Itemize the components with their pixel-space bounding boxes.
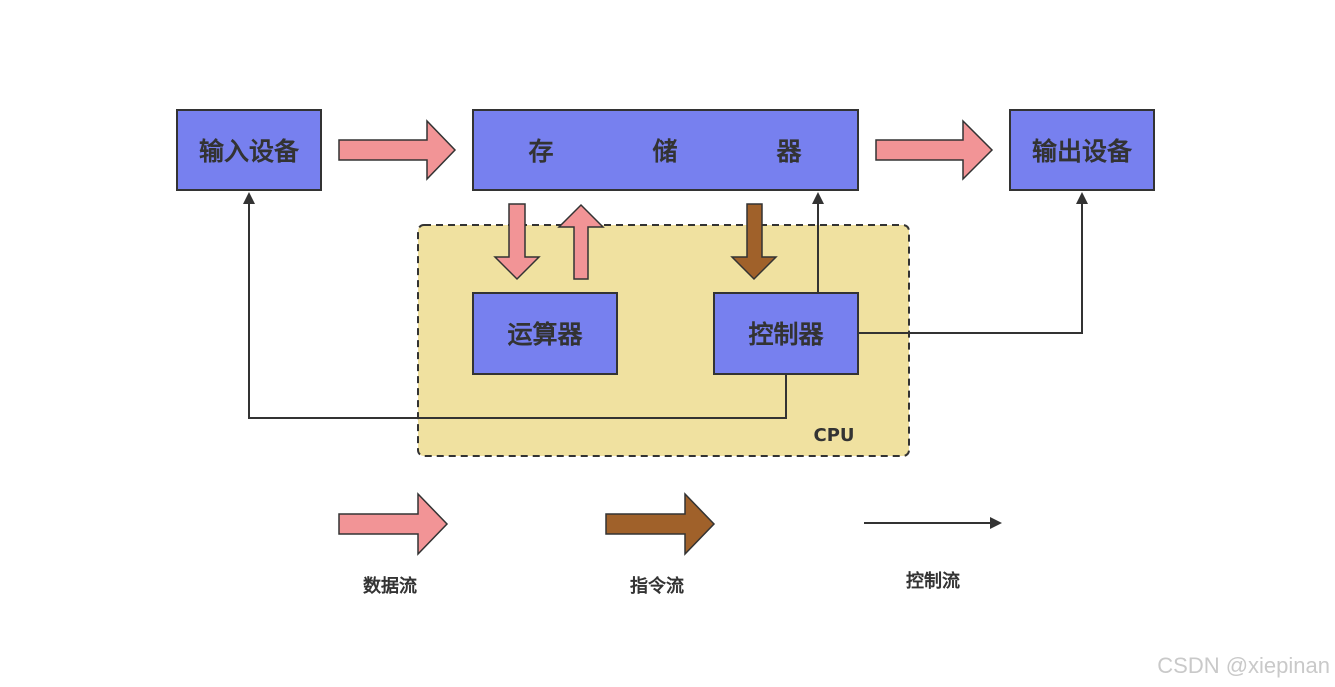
output-device-label: 输出设备 (1032, 137, 1133, 166)
output-device-box (1009, 109, 1155, 191)
instruction-arrow-memory-to-controller (730, 203, 778, 281)
control-line-to-input (243, 192, 787, 419)
legend-data-flow-label: 数据流 (363, 575, 417, 597)
watermark: CSDN @xiepinan (1157, 653, 1330, 678)
input-device-label: 输入设备 (199, 137, 300, 166)
legend-control-flow-label: 控制流 (906, 570, 960, 592)
controller-label: 控制器 (748, 320, 824, 349)
legend-instruction-flow-arrow (605, 492, 716, 556)
memory-label-char-2: 储 (652, 137, 677, 166)
controller-box (713, 292, 859, 375)
control-line-to-output (858, 192, 1088, 334)
legend-instruction-flow-label: 指令流 (630, 575, 684, 597)
legend-data-flow-arrow (338, 492, 449, 556)
data-arrow-input-to-memory (338, 119, 457, 181)
memory-box (472, 109, 859, 191)
data-arrow-alu-to-memory (557, 203, 605, 280)
cpu-label: CPU (813, 425, 854, 446)
memory-label-char-1: 存 (528, 137, 553, 166)
input-device-box (176, 109, 322, 191)
data-arrow-memory-to-alu (493, 203, 541, 281)
data-arrow-memory-to-output (875, 119, 994, 181)
memory-label-char-3: 器 (775, 137, 802, 166)
alu-label: 运算器 (507, 320, 583, 349)
alu-box (472, 292, 618, 375)
